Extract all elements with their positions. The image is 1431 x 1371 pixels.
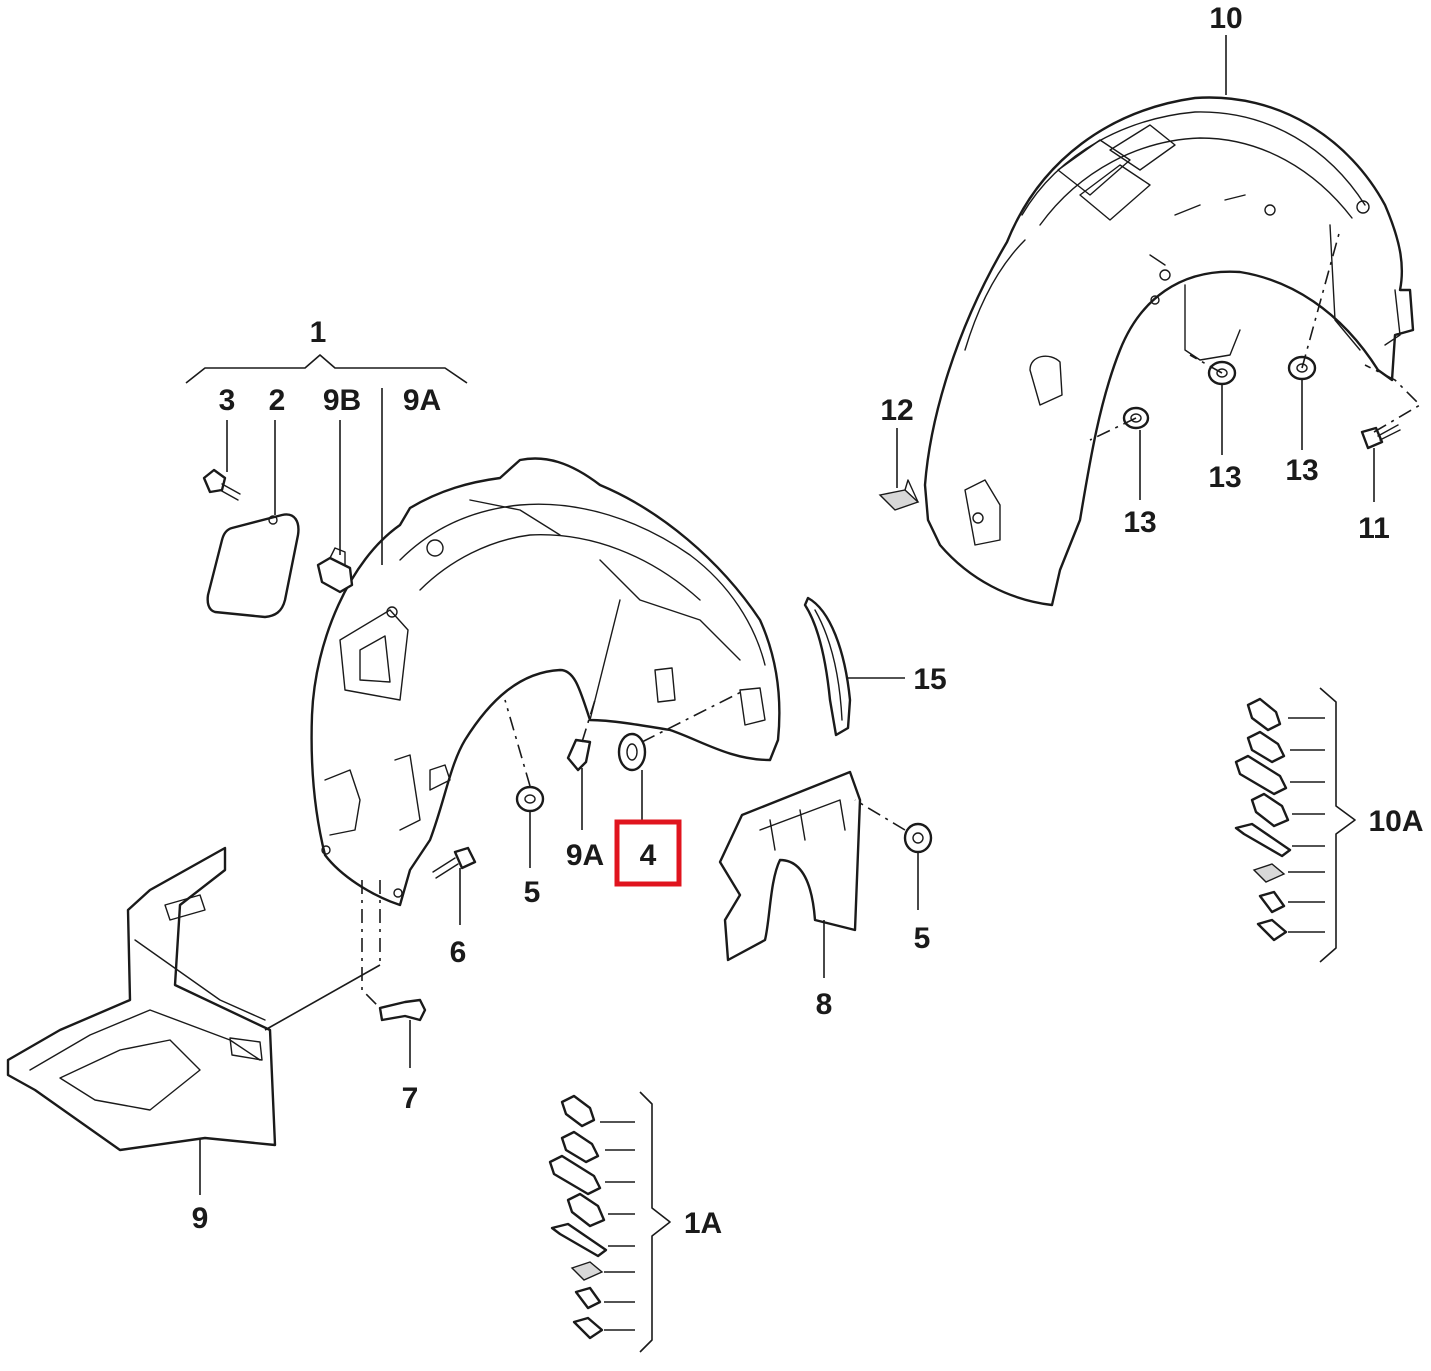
leader-lines	[185, 35, 1422, 1353]
callout-9: 9	[192, 1202, 209, 1235]
screw-3	[202, 468, 241, 501]
callout-9a-top: 9A	[403, 384, 441, 417]
callout-3: 3	[219, 384, 236, 417]
clip-12	[878, 479, 920, 511]
callout-1a: 1A	[684, 1207, 722, 1240]
callout-4: 4	[640, 839, 657, 872]
trim-strip-15	[803, 596, 852, 737]
callout-15: 15	[913, 663, 946, 696]
washer-4	[617, 732, 647, 772]
callout-13-right: 13	[1285, 454, 1318, 487]
callout-1: 1	[310, 316, 327, 349]
nut-5-left	[515, 785, 545, 813]
callout-7: 7	[402, 1082, 419, 1115]
fastener-set-10a	[1234, 697, 1292, 942]
callout-12: 12	[880, 394, 913, 427]
callout-8: 8	[816, 988, 833, 1021]
under-tray-9	[6, 846, 277, 1152]
rear-wheel-arch-liner	[923, 96, 1415, 607]
push-clip-9a	[566, 738, 592, 772]
callout-9b: 9B	[323, 384, 361, 417]
screw-6	[432, 846, 477, 879]
callout-2: 2	[269, 384, 286, 417]
front-wheel-arch-liner	[310, 457, 781, 907]
fastener-set-1a	[548, 1094, 608, 1340]
nut-5-right	[903, 822, 933, 854]
callout-10a: 10A	[1368, 805, 1423, 838]
cover-plate-2	[206, 513, 300, 619]
washer-13	[1122, 355, 1317, 430]
callout-labels: 1 3 2 9B 9A 10 12 13 13 13 11 15 10A 5 9…	[192, 2, 1424, 1240]
callout-5-right: 5	[914, 922, 931, 955]
splash-bracket-8	[718, 770, 862, 962]
callout-11: 11	[1358, 512, 1390, 545]
callout-5-left: 5	[524, 876, 541, 909]
callout-9a-mid: 9A	[566, 839, 604, 872]
callout-13-mid: 13	[1208, 461, 1241, 494]
highlight-box	[614, 819, 682, 887]
fastener-7	[378, 998, 427, 1022]
callout-13-left: 13	[1123, 506, 1156, 539]
clip-9b	[316, 547, 354, 594]
callout-10: 10	[1209, 2, 1242, 35]
callout-6: 6	[450, 936, 467, 969]
screw-11	[1360, 424, 1401, 450]
